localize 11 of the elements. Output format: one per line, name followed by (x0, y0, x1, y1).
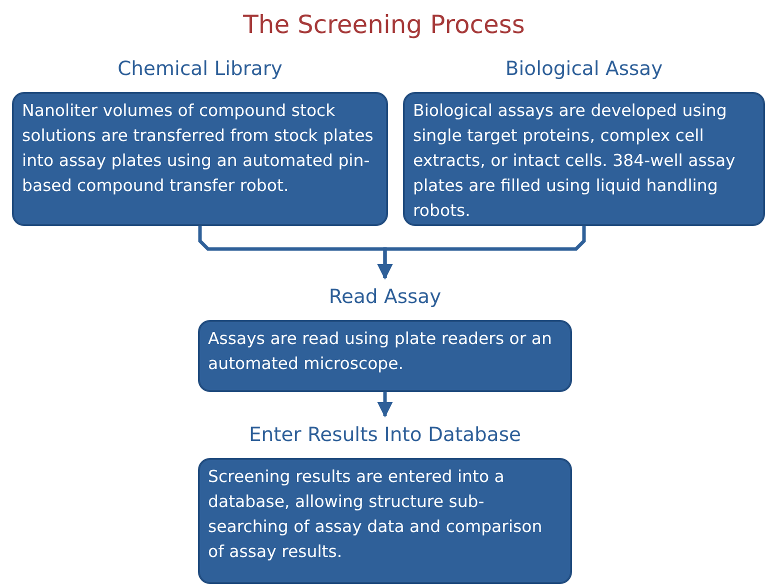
arrow (377, 392, 393, 418)
step-heading: Chemical Library (116, 56, 284, 81)
step-heading: Enter Results Into Database (248, 422, 522, 447)
step-heading: Read Assay (328, 284, 442, 309)
step-heading: Biological Assay (504, 56, 664, 81)
arrow (377, 226, 586, 280)
title: The Screening Process (242, 10, 526, 39)
step-description: Nanoliter volumes of compound stock solutions are transferred from stock plates into assay plates using an automated pin-based compound transfer robot. (22, 100, 374, 197)
step-description: Screening results are entered into a database, allowing structure sub-searching of assay data and comparison of assay results. (208, 466, 544, 563)
step-description: Biological assays are developed using single target proteins, complex cell extracts, or intact cells. 384-well assay plates are filled using liquid handling robots. (413, 100, 736, 222)
step-description: Assays are read using plate readers or an automated microscope. (208, 328, 554, 375)
